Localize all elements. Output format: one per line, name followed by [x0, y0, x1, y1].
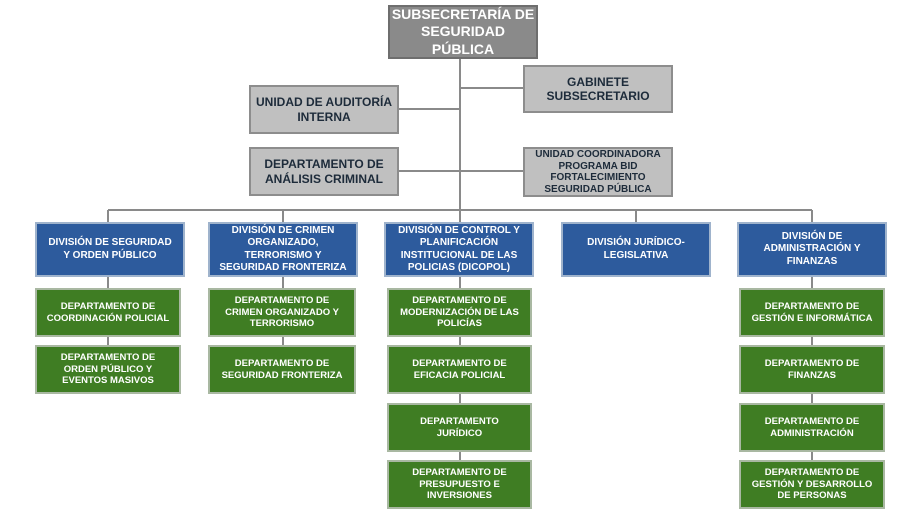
division-dicopol-box: DIVISIÓN DE CONTROL Y PLANIFICACIÓN INST…	[384, 222, 534, 277]
department-label: DEPARTAMENTO DE COORDINACIÓN POLICIAL	[46, 300, 170, 324]
department-box: DEPARTAMENTO DE EFICACIA POLICIAL	[387, 345, 532, 394]
bid-label: UNIDAD COORDINADORA PROGRAMA BID FORTALE…	[535, 149, 661, 195]
department-box: DEPARTAMENTO DE MODERNIZACIÓN DE LAS POL…	[387, 288, 532, 337]
division-administracion-box: DIVISIÓN DE ADMINISTRACIÓN Y FINANZAS	[737, 222, 887, 277]
division-label: DIVISIÓN DE CRIMEN ORGANIZADO, TERRORISM…	[219, 224, 347, 274]
department-box: DEPARTAMENTO DE ADMINISTRACIÓN	[739, 403, 885, 452]
department-box: DEPARTAMENTO DE PRESUPUESTO E INVERSIONE…	[387, 460, 532, 509]
department-box: DEPARTAMENTO DE CRIMEN ORGANIZADO Y TERR…	[208, 288, 356, 337]
department-box: DEPARTAMENTO DE FINANZAS	[739, 345, 885, 394]
analisis-label: DEPARTAMENTO DE ANÁLISIS CRIMINAL	[264, 157, 384, 186]
department-box: DEPARTAMENTO DE GESTIÓN Y DESARROLLO DE …	[739, 460, 885, 509]
subsecretaria-box: SUBSECRETARÍA DE SEGURIDAD PÚBLICA	[388, 5, 538, 59]
department-box: DEPARTAMENTO DE GESTIÓN E INFORMÁTICA	[739, 288, 885, 337]
division-label: DIVISIÓN JURÍDICO- LEGISLATIVA	[587, 237, 685, 261]
bid-box: UNIDAD COORDINADORA PROGRAMA BID FORTALE…	[523, 147, 673, 197]
department-label: DEPARTAMENTO DE GESTIÓN Y DESARROLLO DE …	[751, 466, 873, 502]
auditoria-box: UNIDAD DE AUDITORÍA INTERNA	[249, 85, 399, 134]
department-box: DEPARTAMENTO DE ORDEN PÚBLICO Y EVENTOS …	[35, 345, 181, 394]
subsecretaria-label: SUBSECRETARÍA DE SEGURIDAD PÚBLICA	[391, 5, 535, 57]
division-label: DIVISIÓN DE SEGURIDAD Y ORDEN PÚBLICO	[48, 237, 172, 261]
analisis-box: DEPARTAMENTO DE ANÁLISIS CRIMINAL	[249, 147, 399, 196]
department-label: DEPARTAMENTO DE ADMINISTRACIÓN	[764, 415, 860, 439]
department-label: DEPARTAMENTO DE SEGURIDAD FRONTERIZA	[221, 357, 343, 381]
auditoria-label: UNIDAD DE AUDITORÍA INTERNA	[255, 95, 392, 124]
department-label: DEPARTAMENTO DE FINANZAS	[764, 357, 860, 381]
department-label: DEPARTAMENTO DE CRIMEN ORGANIZADO Y TERR…	[225, 294, 339, 330]
division-juridico-box: DIVISIÓN JURÍDICO- LEGISLATIVA	[561, 222, 711, 277]
division-seguridad-box: DIVISIÓN DE SEGURIDAD Y ORDEN PÚBLICO	[35, 222, 185, 277]
department-label: DEPARTAMENTO DE PRESUPUESTO E INVERSIONE…	[412, 466, 507, 502]
department-box: DEPARTAMENTO JURÍDICO	[387, 403, 532, 452]
department-box: DEPARTAMENTO DE SEGURIDAD FRONTERIZA	[208, 345, 356, 394]
department-label: DEPARTAMENTO DE GESTIÓN E INFORMÁTICA	[751, 300, 873, 324]
gabinete-box: GABINETE SUBSECRETARIO	[523, 65, 673, 113]
division-label: DIVISIÓN DE CONTROL Y PLANIFICACIÓN INST…	[398, 224, 520, 274]
department-label: DEPARTAMENTO DE ORDEN PÚBLICO Y EVENTOS …	[60, 351, 156, 387]
division-crimen-box: DIVISIÓN DE CRIMEN ORGANIZADO, TERRORISM…	[208, 222, 358, 277]
department-label: DEPARTAMENTO DE EFICACIA POLICIAL	[412, 357, 507, 381]
gabinete-label: GABINETE SUBSECRETARIO	[546, 74, 650, 103]
division-label: DIVISIÓN DE ADMINISTRACIÓN Y FINANZAS	[763, 230, 861, 267]
department-label: DEPARTAMENTO DE MODERNIZACIÓN DE LAS POL…	[400, 294, 519, 330]
department-box: DEPARTAMENTO DE COORDINACIÓN POLICIAL	[35, 288, 181, 337]
department-label: DEPARTAMENTO JURÍDICO	[420, 415, 499, 439]
